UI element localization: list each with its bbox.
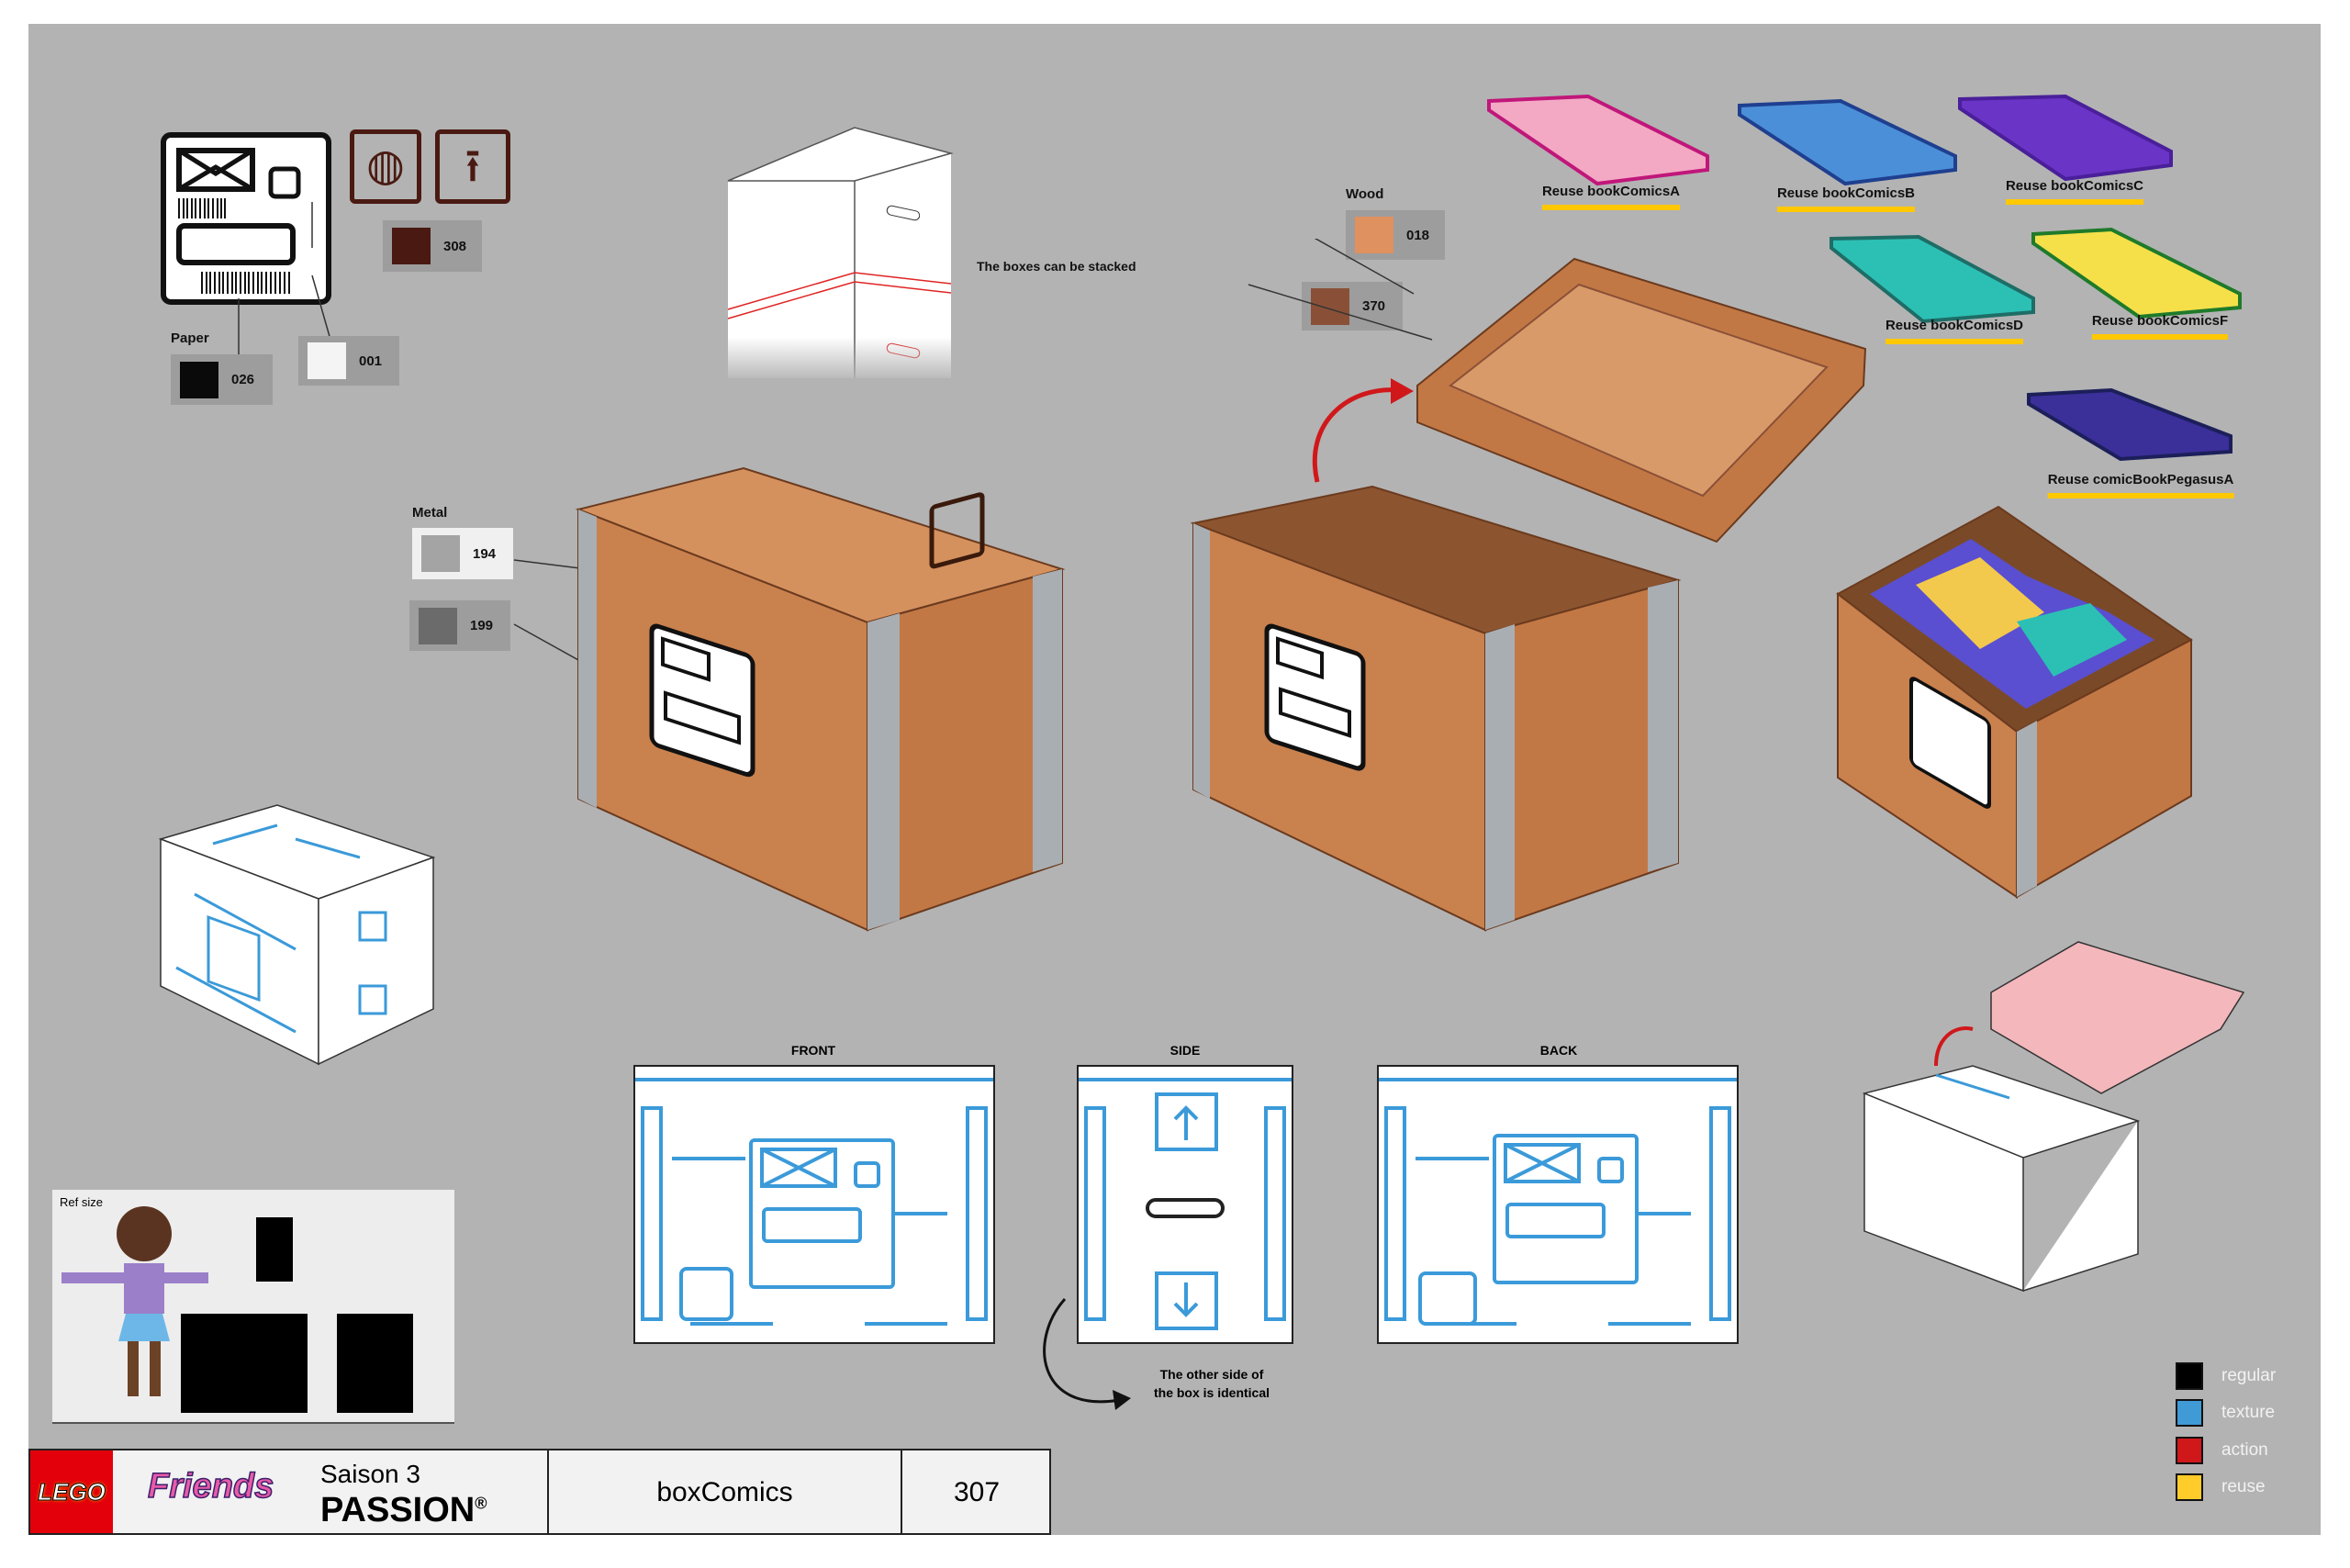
color-chip: [1355, 217, 1393, 253]
open-box: [1190, 485, 1682, 932]
swatch-001: 001: [298, 336, 399, 386]
legend-swatch: [2176, 1473, 2203, 1501]
registered-mark: ®: [475, 1494, 487, 1513]
swatch-code: 026: [231, 372, 255, 387]
other-side-note: The other side of the box is identical: [1154, 1365, 1270, 1402]
book-label-f: Reuse bookComicsF: [2091, 313, 2229, 340]
color-chip: [419, 607, 457, 644]
note-line: the box is identical: [1153, 1385, 1270, 1400]
swatch-194: 194: [412, 528, 513, 579]
front-view: [633, 1065, 995, 1344]
swatch-code: 199: [470, 618, 494, 633]
book-label-d: Reuse bookComicsD: [1885, 318, 2024, 344]
book-label-b: Reuse bookComicsB: [1776, 185, 1916, 212]
swatch-code: 194: [473, 545, 497, 562]
legend-regular: regular: [2176, 1362, 2276, 1390]
book-pegasus: [2027, 387, 2232, 462]
lego-logo: LEGO: [30, 1450, 113, 1533]
lego-logo-text: LEGO: [38, 1477, 106, 1506]
season-label: Saison 3: [320, 1460, 420, 1488]
asset-name: boxComics: [656, 1477, 793, 1507]
lid-wireframe: [1863, 941, 2245, 1293]
back-view: [1377, 1065, 1739, 1344]
leader-lines: [238, 202, 331, 358]
divider: [901, 1450, 902, 1535]
swatch-code: 370: [1362, 298, 1386, 314]
color-chip: [392, 228, 431, 264]
color-chip: [308, 342, 346, 379]
texture-sketch-box: [158, 804, 436, 1066]
shipping-label-icon: [161, 132, 331, 305]
front-view-label: FRONT: [790, 1043, 836, 1058]
stacked-boxes-sketch: [726, 127, 956, 383]
legend-reuse: reuse: [2176, 1473, 2266, 1501]
book-label-pegasus: Reuse comicBookPegasusA: [2047, 472, 2234, 498]
paper-label: Paper: [171, 330, 209, 346]
sheet-number: 307: [953, 1477, 1001, 1507]
front-view-drawing: [635, 1078, 993, 1326]
lift-lid-arrow: [1312, 387, 1401, 483]
closed-box: [575, 466, 1066, 932]
legend-label: regular: [2221, 1366, 2277, 1385]
book-label-a: Reuse bookComicsA: [1541, 184, 1681, 210]
book-label-c: Reuse bookComicsC: [2005, 178, 2144, 205]
stack-note: The boxes can be stacked: [977, 259, 1136, 274]
minifig-silhouettes: [62, 1206, 413, 1413]
filled-box-render: [1836, 505, 2193, 899]
lid: [1416, 257, 1867, 543]
book-a: [1487, 94, 1709, 186]
book-c: [1958, 94, 2173, 182]
color-chip: [180, 361, 218, 398]
this-side-up-icon: ⭱: [435, 129, 510, 204]
back-view-drawing: [1379, 1078, 1737, 1326]
friends-logo: Friends: [147, 1466, 274, 1506]
color-chip: [421, 535, 460, 572]
swatch-018: 018: [1346, 210, 1445, 260]
wood-label: Wood: [1346, 186, 1384, 202]
side-view-drawing: [1079, 1078, 1292, 1330]
note-line: The other side of: [1159, 1367, 1264, 1382]
swatch-code: 308: [443, 238, 467, 254]
ref-size-label: Ref size: [60, 1195, 103, 1209]
side-view: [1077, 1065, 1293, 1344]
book-b: [1738, 98, 1957, 186]
theme-label: PASSION®: [320, 1491, 487, 1530]
ref-size-panel: Ref size: [52, 1190, 454, 1424]
legend-label: reuse: [2221, 1477, 2266, 1496]
divider: [547, 1450, 549, 1535]
wood-box-renders: [513, 239, 1867, 932]
title-block: LEGO Friends Saison 3 PASSION® boxComics…: [28, 1449, 1051, 1535]
book-d: [1830, 234, 2035, 324]
legend-label: action: [2221, 1440, 2268, 1460]
recycle-globe-icon: ◍: [350, 129, 421, 204]
theme-text: PASSION: [320, 1491, 476, 1529]
metal-label: Metal: [412, 505, 448, 521]
back-view-label: BACK: [1539, 1043, 1578, 1058]
swatch-026: 026: [171, 354, 273, 405]
swatch-308: 308: [383, 220, 482, 272]
comic-books: [1487, 94, 2242, 462]
legend-action: action: [2176, 1437, 2268, 1464]
book-f: [2031, 227, 2242, 319]
legend-swatch: [2176, 1437, 2203, 1464]
legend-label: texture: [2221, 1403, 2276, 1422]
swatch-code: 018: [1406, 227, 1430, 243]
color-chip: [1311, 287, 1349, 325]
rotate-arrow: [1043, 1298, 1131, 1410]
legend-swatch: [2176, 1362, 2203, 1390]
legend-texture: texture: [2176, 1399, 2275, 1427]
side-view-label: SIDE: [1169, 1043, 1201, 1058]
swatch-code: 001: [359, 353, 383, 369]
swatch-199: 199: [409, 600, 510, 651]
legend-swatch: [2176, 1399, 2203, 1427]
